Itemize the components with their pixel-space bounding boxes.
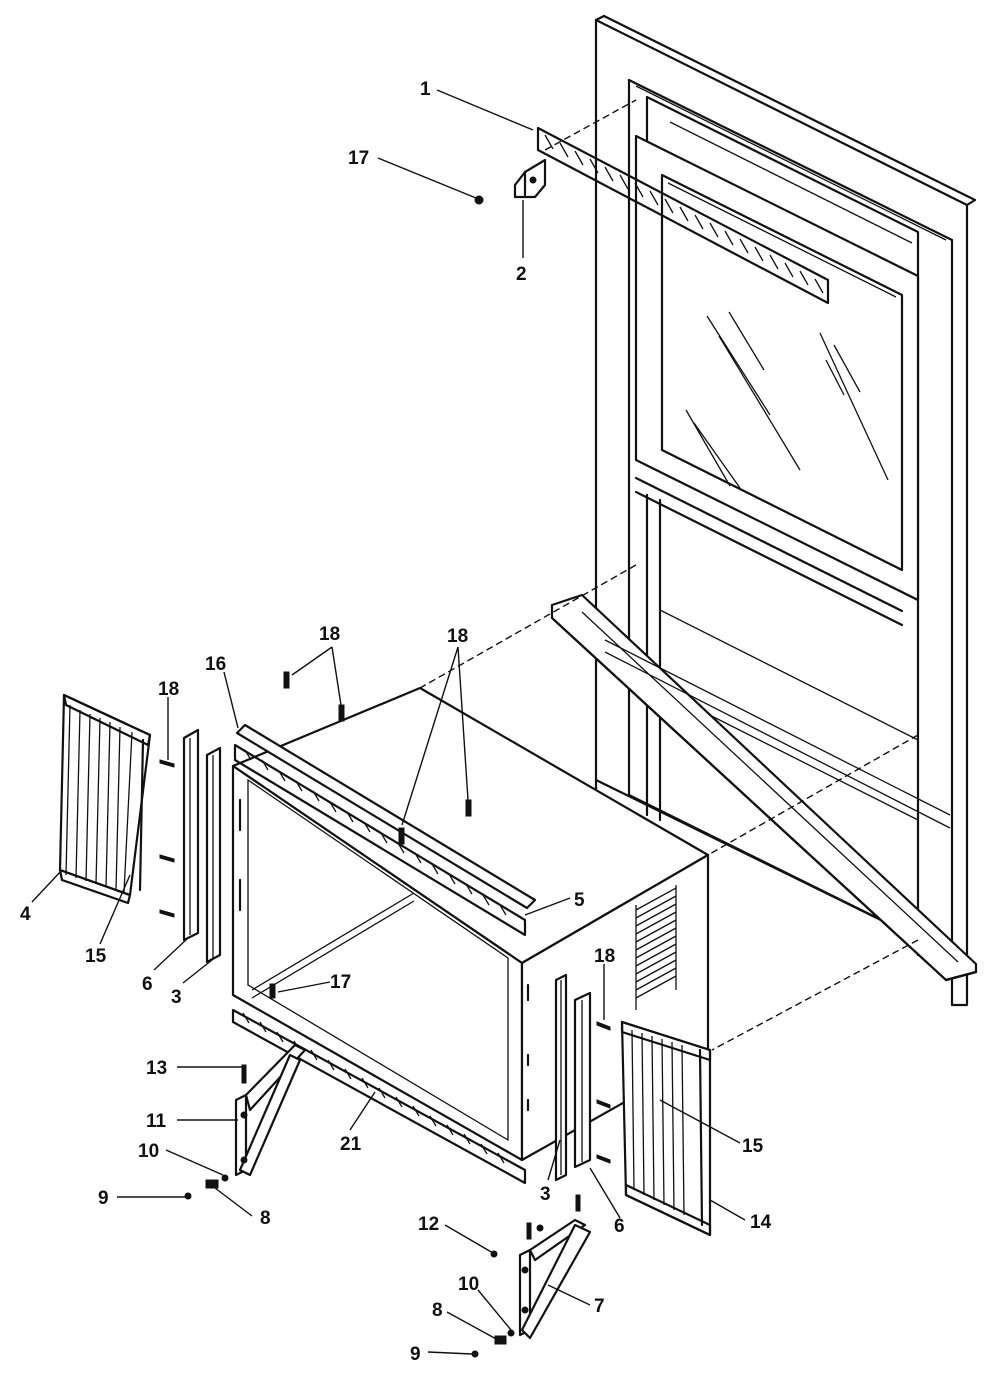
callout-2: 2	[516, 264, 527, 285]
callout-labels: 1 17 2 18 16 18 18 4 15 6 3 5 17 18 13 1…	[20, 79, 772, 1365]
callout-15: 15	[85, 946, 107, 967]
callout-10: 10	[458, 1274, 479, 1295]
alignment-lines	[419, 99, 919, 1051]
callout-13: 13	[146, 1058, 167, 1079]
callout-18: 18	[319, 624, 340, 645]
right-side-curtain	[620, 1020, 712, 1237]
left-support-bracket	[184, 1043, 307, 1200]
callout-21: 21	[340, 1134, 362, 1155]
callout-18: 18	[447, 626, 468, 647]
callout-18: 18	[158, 679, 179, 700]
ac-cabinet	[231, 686, 710, 1162]
callout-10: 10	[138, 1141, 159, 1162]
leader-lines	[31, 89, 746, 1355]
callout-3: 3	[171, 987, 182, 1008]
callout-17: 17	[330, 972, 351, 993]
callout-14: 14	[750, 1212, 772, 1233]
callout-9: 9	[98, 1188, 109, 1209]
callout-15: 15	[742, 1136, 764, 1157]
callout-8: 8	[260, 1208, 271, 1229]
callout-7: 7	[594, 1296, 605, 1317]
callout-8: 8	[432, 1300, 443, 1321]
callout-12: 12	[418, 1214, 439, 1235]
callout-11: 11	[146, 1111, 167, 1132]
upper-rail	[233, 723, 537, 937]
left-channels	[182, 728, 222, 964]
callout-6: 6	[614, 1216, 625, 1237]
right-support-bracket	[471, 1194, 592, 1358]
callout-6: 6	[142, 974, 153, 995]
callout-3: 3	[540, 1184, 551, 1205]
callout-18: 18	[594, 946, 615, 967]
right-screws	[596, 1021, 611, 1164]
callout-1: 1	[420, 79, 431, 100]
left-side-curtain	[58, 693, 152, 905]
left-screws	[159, 671, 472, 999]
top-bracket	[513, 158, 547, 199]
top-foam-strip	[536, 126, 830, 305]
callout-17: 17	[348, 148, 369, 169]
window-frame	[550, 14, 978, 1007]
callout-4: 4	[20, 904, 31, 925]
callout-9: 9	[410, 1344, 421, 1365]
callout-5: 5	[574, 890, 585, 911]
callout-16: 16	[205, 654, 226, 675]
screw-icon	[474, 195, 484, 205]
right-channels	[554, 973, 592, 1182]
